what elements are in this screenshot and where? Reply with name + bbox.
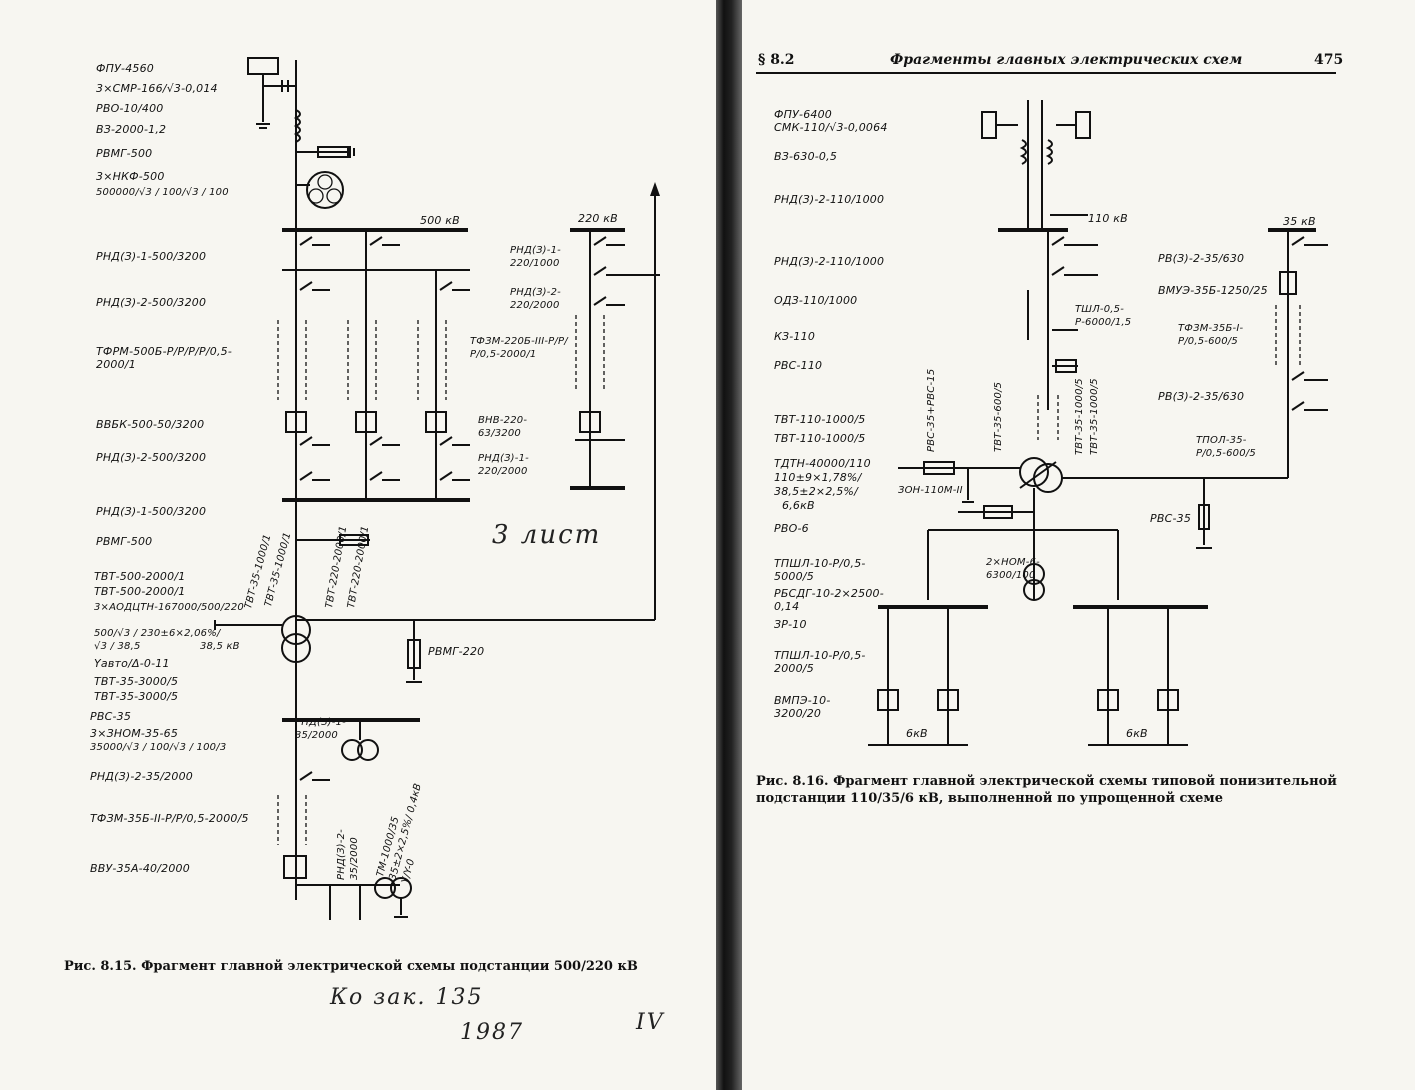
label: РВМГ-500 (96, 535, 153, 548)
label: РВО-10/400 (96, 102, 164, 115)
feeder-500 (417, 270, 470, 500)
left-page: ФПУ-4560 3×СМР-166/√3-0,014 РВО-10/400 В… (64, 57, 660, 974)
label: ТВТ-500-2000/1 (94, 570, 186, 583)
label: РНД(З)-2-35/2000 (90, 770, 193, 783)
label: РВМГ-500 (96, 147, 153, 160)
page-number: 475 (1314, 52, 1344, 68)
handwritten-note: 1987 (460, 1020, 524, 1045)
label: 6,6кВ (782, 499, 815, 512)
label: РВС-35 (1150, 512, 1192, 525)
label: РВ(З)-2-35/630 (1158, 390, 1245, 403)
kv-label: 6кВ (906, 727, 928, 740)
branch-label: РНД(З)-2-220/2000 (510, 287, 561, 311)
label: ВЗ-2000-1,2 (96, 123, 167, 136)
label: ВВУ-35А-40/2000 (90, 862, 190, 875)
label: РНД(З)-2-500/3200 (96, 451, 207, 464)
vt-label: 2×НОМ-6-6300/100 (986, 557, 1040, 581)
label: ФПУ-4560 (96, 62, 155, 75)
label: 110±9×1,78%/ (774, 471, 862, 484)
label: ТПШЛ-10-Р/0,5-5000/5 (774, 557, 866, 583)
label: РВ(З)-2-35/630 (1158, 252, 1245, 265)
label: ТВТ-110-1000/5 (774, 413, 866, 426)
feeder-500 (347, 230, 400, 500)
label: 3×АОДЦТН-167000/500/220 (94, 602, 244, 613)
label: ТФЗМ-35Б-II-Р/Р/0,5-2000/5 (90, 812, 249, 825)
branch-label: ТФЗМ-220Б-III-Р/Р/Р/0,5-2000/1 (470, 336, 568, 360)
label: ТФРМ-500Б-Р/Р/Р/Р/0,5-2000/1 (96, 345, 233, 371)
handwritten-note: IV (636, 1010, 665, 1035)
figure-caption: Рис. 8.16. Фрагмент главной электрическо… (756, 774, 1337, 806)
right-page: § 8.2 Фрагменты главных электрических сх… (738, 0, 1415, 1090)
label: РНД(З)-1-500/3200 (96, 505, 207, 518)
label: Yавто/Δ-0-11 (94, 657, 170, 670)
label: РВС-35 (90, 710, 132, 723)
disconnector-label: РНД(З)-1-35/2000 (295, 717, 346, 741)
running-title: Фрагменты главных электрических схем (890, 52, 1243, 68)
label: РБСДГ-10-2×2500-0,14 (774, 587, 884, 613)
lv-label: 38,5 кВ (200, 641, 240, 652)
label: РНД(З)-1-500/3200 (96, 250, 207, 263)
branch-label: ВНВ-220-63/3200 (478, 415, 528, 439)
header-rule (756, 72, 1336, 74)
right-schematic (868, 100, 1328, 746)
label: СМК-110/√3-0,0064 (774, 121, 888, 134)
label: 35000/√3 / 100/√3 / 100/3 (90, 742, 227, 753)
label: ТВТ-35-3000/5 (94, 690, 179, 703)
label: ФПУ-6400 (774, 108, 833, 121)
label: 3×НКФ-500 (96, 170, 165, 183)
label: РНД(З)-2-500/3200 (96, 296, 207, 309)
label: РВС-110 (774, 359, 823, 372)
label: 500000/√3 / 100/√3 / 100 (96, 187, 229, 198)
label: 38,5±2×2,5%/ (774, 485, 858, 498)
label: ЗР-10 (774, 618, 807, 631)
vt-label: ЗОН-110М-II (898, 485, 963, 496)
section-number: § 8.2 (758, 52, 795, 68)
label: ТДТН-40000/110 (774, 457, 871, 470)
label: 500/√3 / 230±6×2,06%/√3 / 38,5 (94, 628, 221, 652)
label: ОДЗ-110/1000 (774, 294, 858, 307)
book-binding (716, 0, 742, 1090)
label: ТПШЛ-10-Р/0,5-2000/5 (774, 649, 866, 675)
branch-label: РНД(З)-1-220/2000 (478, 453, 529, 477)
label: 3×ЗНОМ-35-65 (90, 727, 179, 740)
kv-label: 6кВ (1126, 727, 1148, 740)
label: ТВТ-500-2000/1 (94, 585, 186, 598)
arrester-label: РВМГ-220 (428, 645, 485, 658)
label: ТФЗМ-35Б-I-Р/0,5-600/5 (1178, 323, 1244, 347)
label: 3×СМР-166/√3-0,014 (96, 82, 218, 95)
ct-label: ТШЛ-0,5-Р-6000/1,5 (1075, 304, 1132, 328)
label: ВЗ-630-0,5 (774, 150, 838, 163)
label: РНД(З)-2-110/1000 (774, 255, 885, 268)
handwritten-note: Ко зак. 135 (330, 985, 484, 1010)
figure-caption: Рис. 8.15. Фрагмент главной электрическо… (64, 959, 638, 974)
bus-500-label: 500 кВ (420, 214, 460, 227)
feeder-500 (277, 230, 330, 500)
label: ВМУЭ-35Б-1250/25 (1158, 284, 1268, 297)
left-schematic (214, 57, 660, 920)
label: РНД(З)-2-110/1000 (774, 193, 885, 206)
label: ТПОЛ-35-Р/0,5-600/5 (1196, 435, 1256, 459)
label: КЗ-110 (774, 330, 816, 343)
label: ТВТ-110-1000/5 (774, 432, 866, 445)
branch-label: РНД(З)-1-220/1000 (510, 245, 561, 269)
bus-220-label: 220 кВ (578, 212, 618, 225)
label: ТВТ-35-3000/5 (94, 675, 179, 688)
bus-110-label: 110 кВ (1088, 212, 1128, 225)
label: ВВБК-500-50/3200 (96, 418, 205, 431)
label: РВО-6 (774, 522, 809, 535)
handwritten-note: 3 лист (492, 520, 602, 550)
bus-35-label: 35 кВ (1283, 215, 1316, 228)
label: ВМПЭ-10-3200/20 (774, 694, 831, 720)
